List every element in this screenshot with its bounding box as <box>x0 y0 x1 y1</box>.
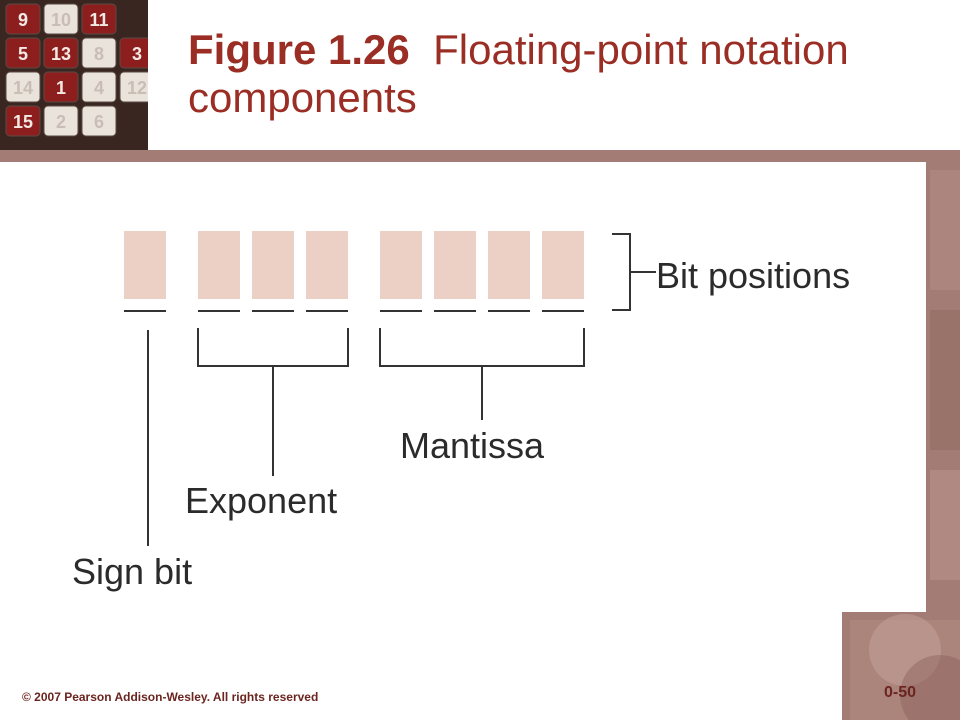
bit-positions-group <box>124 231 584 312</box>
puzzle-tile-number: 6 <box>94 112 104 132</box>
exponent-label: Exponent <box>185 480 337 521</box>
puzzle-tile <box>43 71 79 103</box>
bit-box <box>434 231 476 299</box>
mantissa-bracket <box>379 328 585 420</box>
puzzle-tile-number: 15 <box>13 112 33 132</box>
puzzle-tile <box>5 3 41 35</box>
puzzle-tile-number: 1 <box>56 78 66 98</box>
page-number: 0-50 <box>884 684 917 701</box>
bit-box <box>306 231 348 299</box>
bit-box <box>380 231 422 299</box>
puzzle-tile-number: 4 <box>94 78 104 98</box>
figure-caption: Floating-point notation components <box>188 26 849 121</box>
bit-positions-label: Bit positions <box>656 255 850 296</box>
puzzle-tile <box>119 37 148 69</box>
bit-box <box>542 231 584 299</box>
bit-box <box>124 231 166 299</box>
puzzle-tile <box>43 37 79 69</box>
puzzle-tile <box>81 3 117 35</box>
puzzle-tile-number: 2 <box>56 112 66 132</box>
puzzle-tile <box>81 71 117 103</box>
puzzle-tile <box>81 37 117 69</box>
brackets-group <box>147 233 656 546</box>
puzzle-tile-number: 14 <box>13 78 33 98</box>
puzzle-tile <box>43 3 79 35</box>
figure-number: Figure 1.26 <box>188 26 410 73</box>
puzzle-tile <box>119 71 148 103</box>
puzzle-tile-number: 13 <box>51 44 71 64</box>
bit-positions-bracket <box>612 233 656 311</box>
footer-panel <box>0 612 842 720</box>
mantissa-label: Mantissa <box>400 425 545 466</box>
puzzle-tile <box>43 105 79 137</box>
puzzle-tile <box>5 37 41 69</box>
bit-box <box>198 231 240 299</box>
puzzle-tile-number: 8 <box>94 44 104 64</box>
bit-box <box>252 231 294 299</box>
puzzle-tile <box>5 105 41 137</box>
puzzle-tile-number: 10 <box>51 10 71 30</box>
slide-title: Figure 1.26 Floating-point notation comp… <box>188 26 928 122</box>
puzzle-tile-number: 9 <box>18 10 28 30</box>
puzzle-tile <box>81 105 117 137</box>
exponent-bracket <box>197 328 349 476</box>
puzzle-tile-number: 12 <box>127 78 147 98</box>
sign-bit-label: Sign bit <box>72 551 192 592</box>
puzzle-tile <box>5 71 41 103</box>
puzzle-tile-number: 11 <box>89 10 108 30</box>
puzzle-tile-number: 3 <box>132 44 142 64</box>
bit-box <box>488 231 530 299</box>
puzzle-tile-number: 5 <box>18 44 28 64</box>
copyright-notice: © 2007 Pearson Addison-Wesley. All right… <box>22 690 319 704</box>
